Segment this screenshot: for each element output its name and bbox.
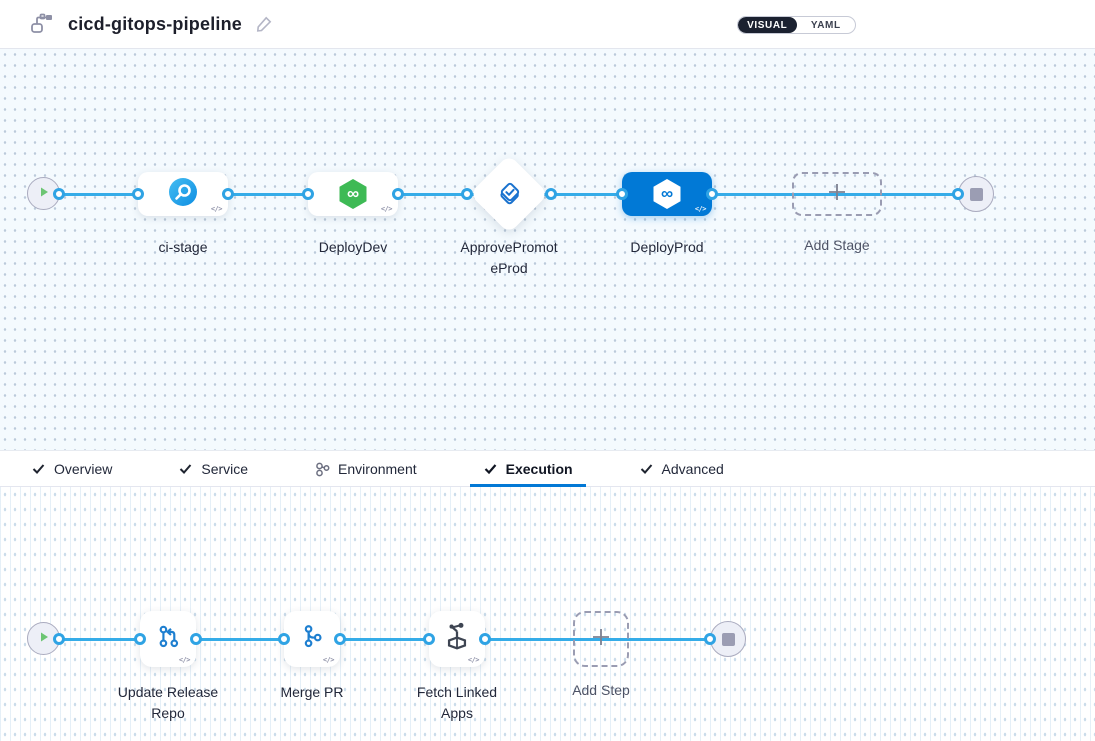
plus-icon [590, 626, 612, 653]
tab-overview[interactable]: Overview [18, 451, 125, 486]
connector-dot[interactable] [190, 633, 202, 645]
step-connector-line [50, 637, 712, 641]
step-label: Update Release Repo [117, 684, 219, 721]
connector-dot[interactable] [334, 633, 346, 645]
step-node-merge-pr[interactable]: </> [284, 611, 340, 667]
check-icon [178, 461, 193, 476]
tab-advanced[interactable]: Advanced [626, 451, 737, 486]
connector-dot[interactable] [278, 633, 290, 645]
step-label: Fetch Linked Apps [416, 684, 498, 721]
connector-dot[interactable] [704, 633, 716, 645]
add-stage-button[interactable] [792, 172, 882, 216]
connector-dot[interactable] [134, 633, 146, 645]
play-icon [38, 185, 50, 203]
execution-graph-canvas[interactable]: </> Update Release Repo </> Merge PR [0, 487, 1095, 741]
visual-yaml-toggle: VISUAL YAML [737, 16, 856, 34]
add-step-label: Add Step [572, 682, 630, 698]
fetch-linked-apps-icon [440, 620, 474, 659]
code-badge-icon[interactable]: </> [694, 205, 707, 213]
connector-dot[interactable] [53, 188, 65, 200]
stage-graph-canvas[interactable]: </> ci-stage ∞ </> DeployDev ApproveProm… [0, 49, 1095, 450]
tab-label: Overview [54, 460, 113, 477]
check-icon [483, 461, 498, 476]
execution-end-node [710, 621, 746, 657]
stage-label: DeployDev [318, 239, 388, 255]
connector-dot[interactable] [461, 188, 473, 200]
pipeline-end-node [958, 176, 994, 212]
stage-node-deploydev[interactable]: ∞ </> [308, 172, 398, 216]
check-icon [31, 461, 46, 476]
code-badge-icon[interactable]: </> [467, 656, 480, 664]
pipeline-header: cicd-gitops-pipeline VISUAL YAML [0, 0, 1095, 49]
stage-label: ci-stage [158, 239, 208, 255]
connector-dot[interactable] [392, 188, 404, 200]
plus-icon [826, 181, 848, 208]
tab-label: Service [201, 460, 249, 477]
stop-icon [721, 632, 735, 646]
pipeline-icon [30, 13, 56, 35]
connector-dot[interactable] [423, 633, 435, 645]
edit-pencil-icon[interactable] [254, 14, 274, 34]
active-tab-underline [469, 484, 586, 487]
tab-execution[interactable]: Execution [469, 451, 586, 487]
cd-hexagon-icon: ∞ [653, 179, 681, 209]
connector-dot[interactable] [479, 633, 491, 645]
environment-partial-icon [314, 461, 330, 477]
connector-dot[interactable] [706, 188, 718, 200]
stage-label: ApprovePromoteProd [460, 239, 558, 276]
add-step-button[interactable] [573, 611, 629, 667]
connector-dot[interactable] [132, 188, 144, 200]
stage-node-deployprod[interactable]: ∞ </> [622, 172, 712, 216]
stop-icon [969, 187, 983, 201]
stage-config-tabs: Overview Service Environment Execution A… [0, 450, 1095, 487]
step-node-update-release-repo[interactable]: </> [140, 611, 196, 667]
tab-label: Environment [338, 460, 417, 477]
code-badge-icon[interactable]: </> [322, 656, 335, 664]
connector-dot[interactable] [616, 188, 628, 200]
code-badge-icon[interactable]: </> [380, 205, 393, 213]
code-badge-icon[interactable]: </> [178, 656, 191, 664]
approval-check-icon [481, 166, 537, 222]
connector-dot[interactable] [952, 188, 964, 200]
tab-label: Execution [505, 460, 573, 477]
add-stage-label: Add Stage [804, 237, 870, 253]
step-node-fetch-linked-apps[interactable]: </> [429, 611, 485, 667]
code-badge-icon[interactable]: </> [210, 205, 223, 213]
connector-dot[interactable] [53, 633, 65, 645]
tab-label: Advanced [661, 460, 724, 477]
tab-service[interactable]: Service [165, 451, 261, 486]
tab-environment[interactable]: Environment [301, 451, 430, 486]
git-merge-icon [296, 621, 328, 658]
connector-dot[interactable] [545, 188, 557, 200]
play-icon [38, 630, 50, 648]
step-label: Merge PR [280, 684, 344, 700]
stage-label: DeployProd [630, 239, 704, 255]
pipeline-start-node [27, 177, 60, 210]
ci-build-icon [168, 177, 198, 212]
page-title: cicd-gitops-pipeline [68, 13, 243, 34]
stage-node-ci-stage[interactable]: </> [138, 172, 228, 216]
git-update-release-icon [152, 621, 184, 658]
toggle-visual[interactable]: VISUAL [738, 17, 797, 33]
check-icon [639, 461, 654, 476]
toggle-yaml[interactable]: YAML [810, 19, 841, 31]
cd-hexagon-icon: ∞ [339, 179, 367, 209]
connector-dot[interactable] [222, 188, 234, 200]
connector-dot[interactable] [302, 188, 314, 200]
